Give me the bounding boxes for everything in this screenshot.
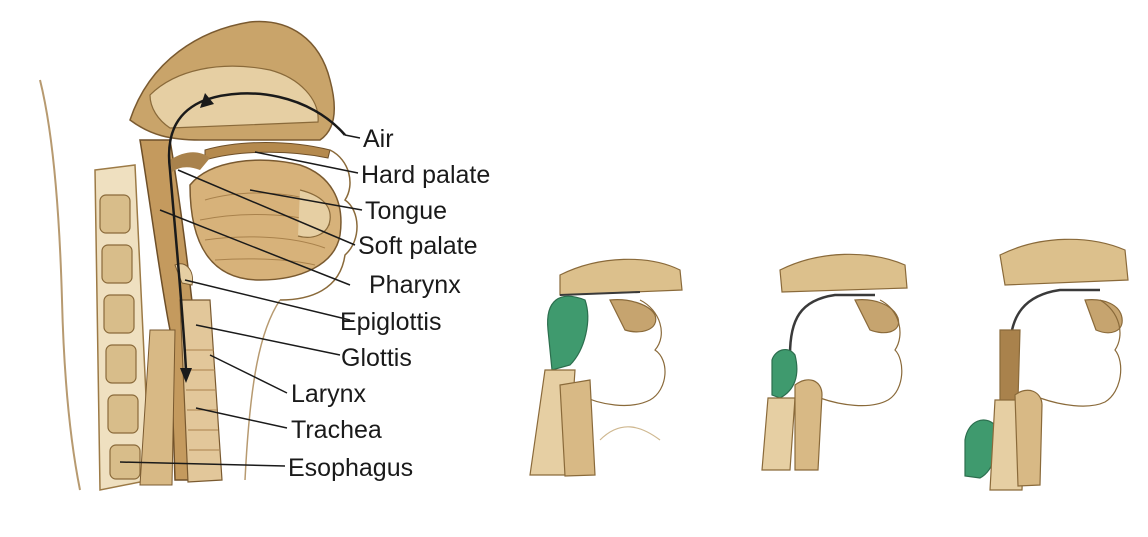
swallow-stage-3 (965, 239, 1128, 490)
label-hard-palate: Hard palate (361, 163, 490, 188)
soft-palate (170, 152, 210, 172)
esophagus (140, 330, 175, 485)
label-soft-palate: Soft palate (358, 234, 478, 259)
label-larynx: Larynx (291, 382, 366, 407)
hard-palate (205, 143, 330, 161)
label-air: Air (363, 127, 394, 152)
label-esophagus: Esophagus (288, 456, 413, 481)
label-trachea: Trachea (291, 418, 382, 443)
neck-front-outline (245, 300, 280, 480)
larynx-trachea (180, 300, 222, 482)
label-epiglottis: Epiglottis (340, 310, 441, 335)
label-pharynx: Pharynx (369, 273, 461, 298)
label-tongue: Tongue (365, 199, 447, 224)
swallow-stage-1 (530, 259, 682, 476)
label-glottis: Glottis (341, 346, 412, 371)
swallow-stage-2 (762, 254, 907, 470)
neck-back-outline (40, 80, 80, 490)
